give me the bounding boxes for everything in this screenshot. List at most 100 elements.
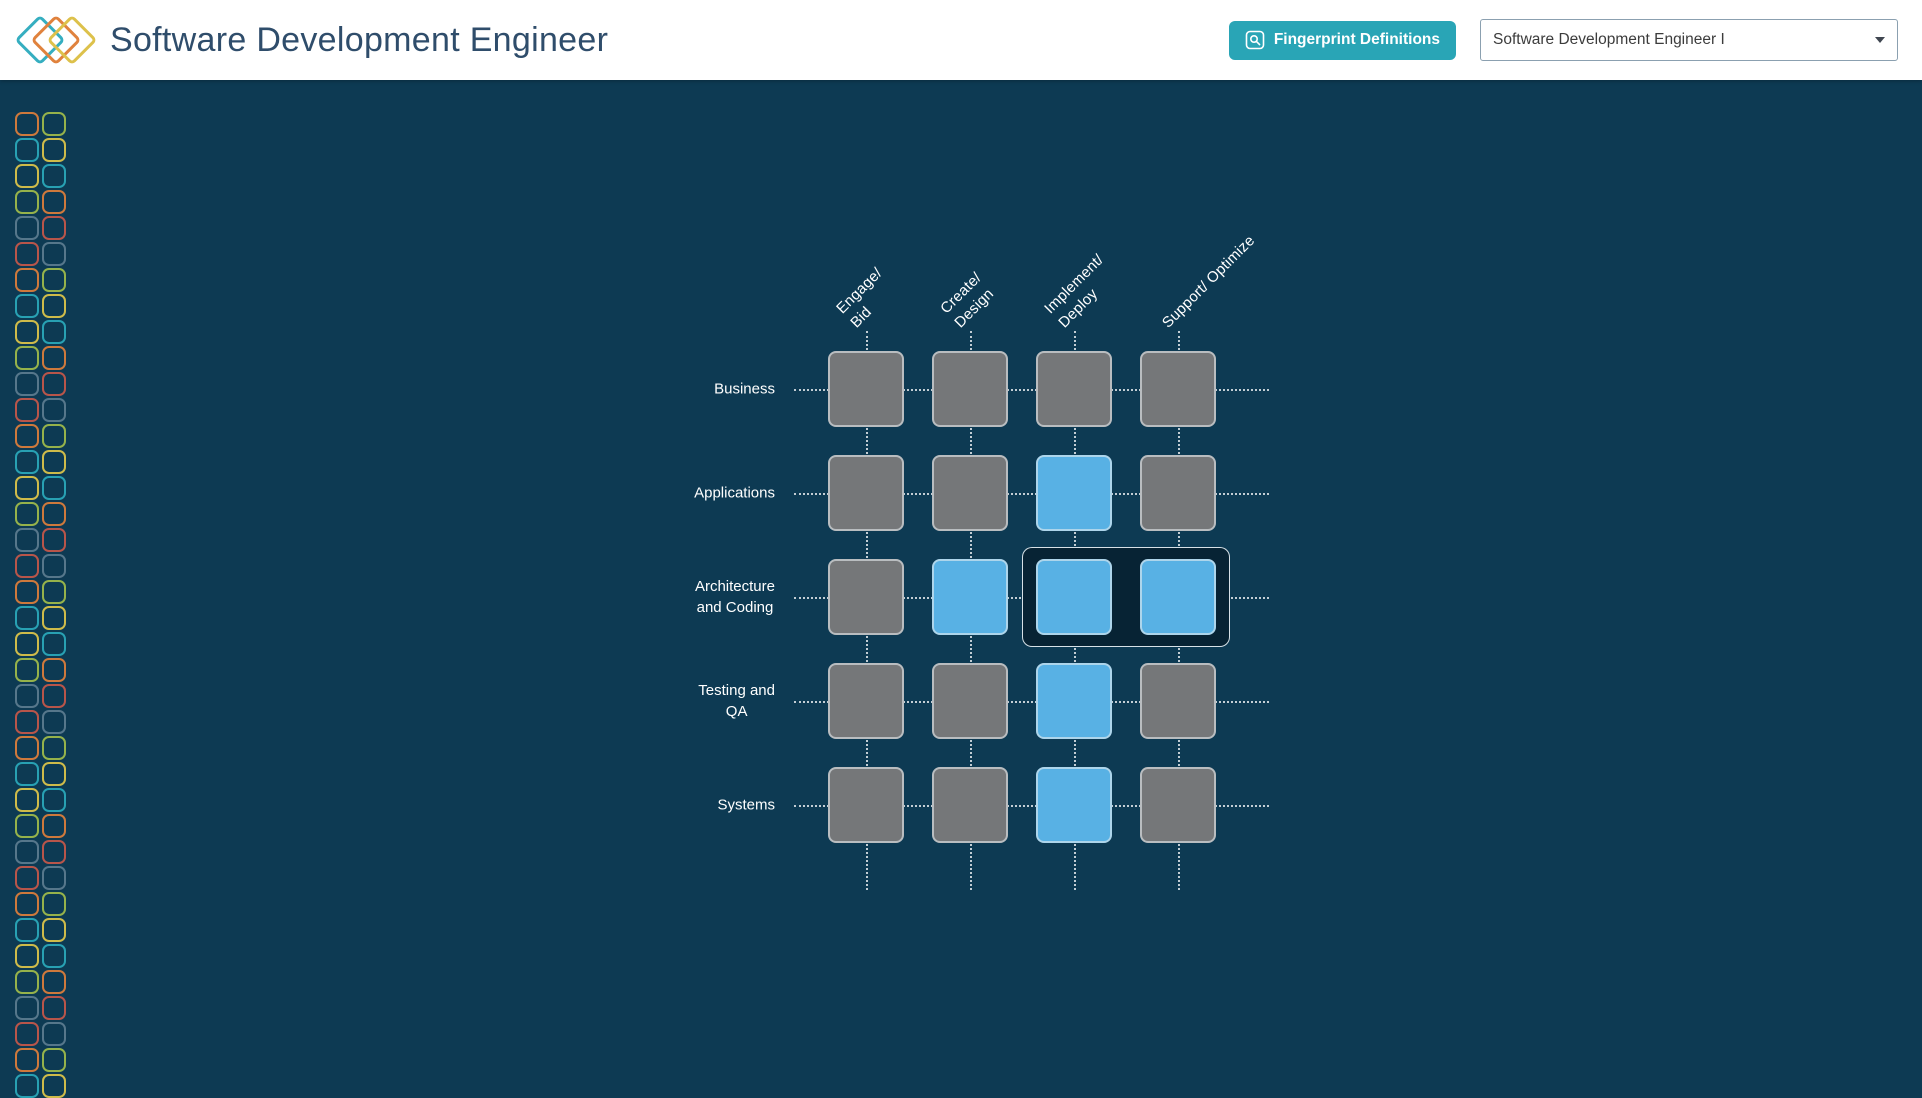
chain-link-icon [42,346,66,370]
chain-link-icon [42,892,66,916]
matrix-cell-r1-c2[interactable] [1036,455,1112,531]
matrix-cell-r3-c3[interactable] [1140,663,1216,739]
row-grid-line [794,805,1269,807]
chain-link-icon [42,580,66,604]
chain-row [15,710,71,734]
matrix-cell-r1-c0[interactable] [828,455,904,531]
chain-link-icon [15,242,39,266]
column-header: Create/ Design [937,269,997,331]
chain-row [15,450,71,474]
chain-link-icon [15,814,39,838]
matrix-cell-r0-c0[interactable] [828,351,904,427]
chain-link-icon [15,398,39,422]
chain-row [15,320,71,344]
chain-link-icon [15,1022,39,1046]
chain-link-icon [42,788,66,812]
chain-link-icon [42,918,66,942]
chain-link-icon [15,502,39,526]
matrix-cell-r4-c2[interactable] [1036,767,1112,843]
chain-row [15,502,71,526]
matrix-cell-r4-c0[interactable] [828,767,904,843]
chain-row [15,996,71,1020]
chain-link-icon [15,190,39,214]
chain-link-icon [15,684,39,708]
column-header: Support/ Optimize [1158,231,1259,331]
chain-link-icon [15,554,39,578]
matrix-cell-r4-c1[interactable] [932,767,1008,843]
chain-link-icon [42,320,66,344]
matrix-cell-r0-c2[interactable] [1036,351,1112,427]
chain-row [15,788,71,812]
chain-row [15,138,71,162]
matrix-cell-r1-c1[interactable] [932,455,1008,531]
chain-link-icon [42,502,66,526]
decorative-chain [15,112,71,1098]
chain-link-icon [15,216,39,240]
chain-link-icon [42,1074,66,1098]
chain-row [15,762,71,786]
chain-link-icon [42,216,66,240]
matrix-cell-r4-c3[interactable] [1140,767,1216,843]
chain-link-icon [15,450,39,474]
matrix-cell-r3-c2[interactable] [1036,663,1112,739]
chain-row [15,1074,71,1098]
matrix-cell-r2-c1[interactable] [932,559,1008,635]
row-label: Testing and QA [698,682,775,720]
chain-link-icon [15,918,39,942]
chain-link-icon [42,762,66,786]
row-label: Business [714,380,775,398]
chain-row [15,476,71,500]
matrix-cell-r2-c2[interactable] [1036,559,1112,635]
chain-row [15,424,71,448]
chain-link-icon [42,164,66,188]
app-header: Software Development Engineer Fingerprin… [0,0,1922,80]
chain-row [15,632,71,656]
row-grid-line [794,701,1269,703]
chain-link-icon [42,944,66,968]
chain-link-icon [42,294,66,318]
matrix-cell-r0-c3[interactable] [1140,351,1216,427]
matrix-cell-r3-c1[interactable] [932,663,1008,739]
chain-link-icon [42,398,66,422]
matrix-cell-r2-c3[interactable] [1140,559,1216,635]
chain-link-icon [15,892,39,916]
chain-link-icon [42,372,66,396]
chain-row [15,190,71,214]
chain-link-icon [42,268,66,292]
matrix-cell-r0-c1[interactable] [932,351,1008,427]
chain-link-icon [42,814,66,838]
chain-row [15,736,71,760]
role-select[interactable]: Software Development Engineer I [1480,19,1898,61]
chain-row [15,944,71,968]
matrix-cell-r3-c0[interactable] [828,663,904,739]
chain-link-icon [42,632,66,656]
chain-row [15,554,71,578]
chain-link-icon [42,424,66,448]
chain-link-icon [42,866,66,890]
chain-link-icon [15,580,39,604]
magnifier-document-icon [1245,30,1265,50]
chain-link-icon [15,944,39,968]
chain-row [15,814,71,838]
row-label: Architecture and Coding [694,578,775,616]
row-grid-line [794,493,1269,495]
chain-row [15,216,71,240]
chain-row [15,840,71,864]
chain-row [15,892,71,916]
chain-link-icon [42,554,66,578]
chain-row [15,658,71,682]
matrix-cell-r2-c0[interactable] [828,559,904,635]
chain-link-icon [15,1074,39,1098]
chain-row [15,164,71,188]
row-grid-line [794,389,1269,391]
matrix-cell-r1-c3[interactable] [1140,455,1216,531]
chain-link-icon [15,346,39,370]
chain-row [15,372,71,396]
chain-link-icon [42,970,66,994]
chain-link-icon [15,866,39,890]
chain-link-icon [42,684,66,708]
fingerprint-definitions-button[interactable]: Fingerprint Definitions [1228,20,1456,60]
chain-link-icon [15,528,39,552]
